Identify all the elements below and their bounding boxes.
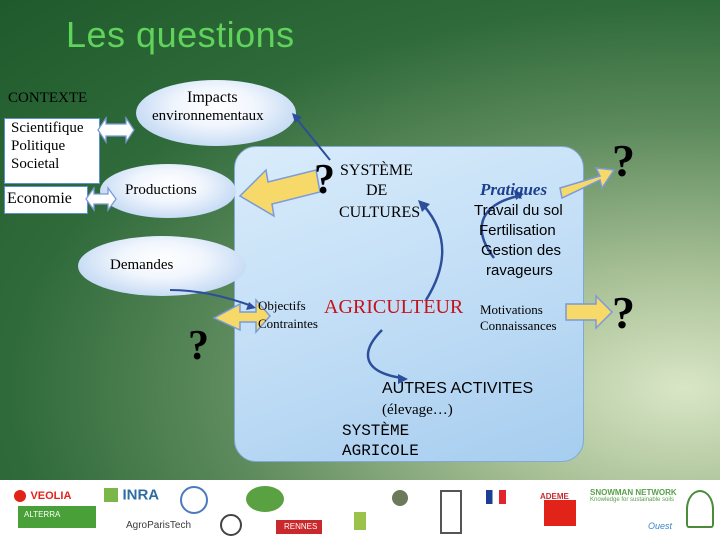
context-list-box <box>4 118 100 184</box>
demandes-label: Demandes <box>110 257 174 273</box>
question-mark-connaissances: ? <box>612 287 635 338</box>
productions-oval <box>100 164 236 218</box>
leaf-logo <box>686 490 714 528</box>
context-impacts-double-arrow <box>97 115 135 145</box>
earth-logo <box>392 490 408 506</box>
system-to-productions-arrow <box>238 168 321 218</box>
agroparistech-logo: AgroParisTech <box>126 520 192 531</box>
agriculteur-to-cultures-arrow <box>423 205 444 301</box>
pratiques-ravageurs: ravageurs <box>486 262 553 279</box>
slide-title: Les questions <box>66 14 295 55</box>
cirad-logo <box>220 514 242 536</box>
agriculteur-to-autres-arrow <box>366 329 403 380</box>
systeme-agricole-line1: SYSTÈME <box>342 422 410 440</box>
cultures-to-pratiques-arrow <box>480 194 519 259</box>
contraintes-label: Contraintes <box>258 316 318 331</box>
connaissances-to-question-arrow <box>565 294 614 330</box>
autres-activites-label: AUTRES ACTIVITES <box>382 380 534 397</box>
societal-label: Societal <box>11 156 60 172</box>
green-blob-logo <box>246 486 284 512</box>
scientifique-label: Scientifique <box>11 120 84 136</box>
ademe-red-block <box>544 500 576 526</box>
republique-logo <box>486 490 506 504</box>
question-mark-cultures: ? <box>314 157 335 203</box>
pratiques-travail: Travail du sol <box>474 202 563 219</box>
objectifs-label: Objectifs <box>258 298 306 313</box>
inra-logo: INRA <box>104 486 159 504</box>
question-mark-pratiques: ? <box>612 135 635 186</box>
ademe-logo: ADEME <box>540 492 569 501</box>
inra-icon <box>104 487 118 502</box>
contexte-label: CONTEXTE <box>8 90 88 106</box>
elevage-label: (élevage…) <box>382 402 453 418</box>
pratiques-fertilisation: Fertilisation <box>479 222 556 239</box>
demandes-curve-arrow <box>169 289 253 307</box>
impacts-label: Impacts <box>187 89 238 106</box>
economie-label: Economie <box>7 190 72 207</box>
ouest-logo: Ouest <box>648 521 673 531</box>
pratiques-gestion: Gestion des <box>481 242 562 259</box>
impacts-oval <box>136 80 296 146</box>
de-label: DE <box>366 182 388 199</box>
productions-label: Productions <box>125 182 197 198</box>
agriculteur-label: AGRICULTEUR <box>324 296 464 318</box>
feuille-logo <box>354 512 366 530</box>
economie-box <box>4 186 88 214</box>
rennes-logo: RENNES <box>276 520 322 534</box>
system-to-impacts-arrow <box>295 117 331 161</box>
motivations-label: Motivations <box>480 302 543 317</box>
systeme-agricole-line2: AGRICOLE <box>342 442 419 460</box>
round-seal-logo <box>180 486 208 514</box>
alterra-logo: ALTERRA <box>18 506 96 528</box>
pratiques-title: Pratiques <box>480 180 548 199</box>
impacts-label-2: environnementaux <box>152 108 264 124</box>
veolia-icon <box>14 489 26 502</box>
snowman-network-logo: SNOWMAN NETWORK Knowledge for sustainabl… <box>590 488 677 503</box>
politique-label: Politique <box>11 138 66 154</box>
partner-logos-footer <box>0 480 720 540</box>
cultures-label: CULTURES <box>339 204 421 221</box>
pratiques-to-question-arrow <box>559 167 616 200</box>
question-mark-demandes: ? <box>188 323 209 369</box>
veolia-logo: VEOLIA <box>14 487 71 505</box>
demandes-oval <box>78 236 246 296</box>
institute-logo <box>440 490 462 534</box>
connaissances-label: Connaissances <box>480 318 557 333</box>
economie-productions-double-arrow <box>85 186 117 212</box>
systeme-label: SYSTÈME <box>340 162 413 179</box>
